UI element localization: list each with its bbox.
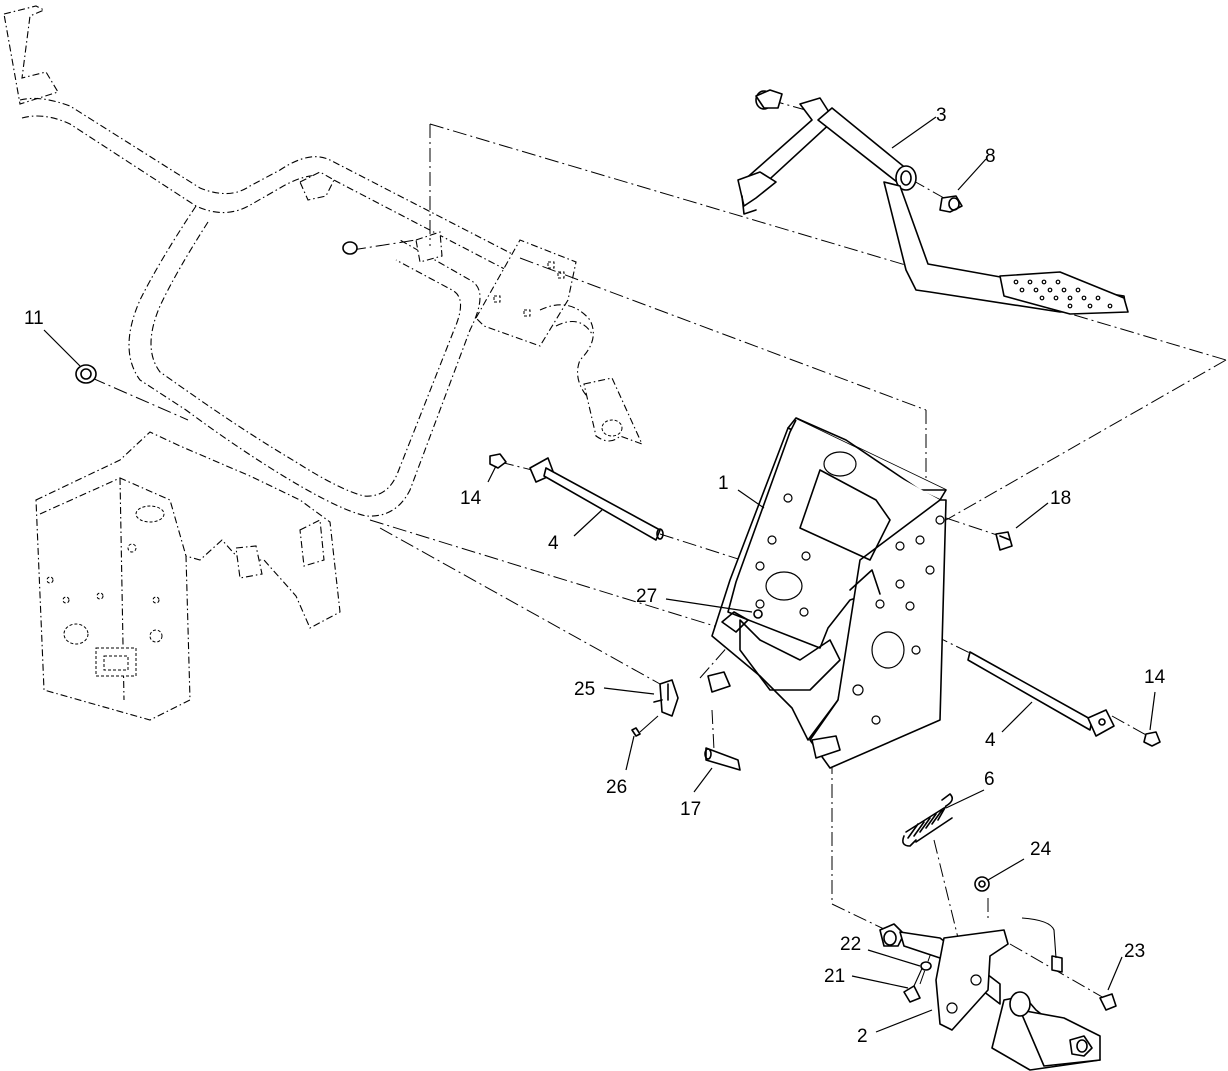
callout-1: 1 (718, 473, 729, 494)
callout-18: 18 (1050, 488, 1071, 509)
part-6-spring (902, 793, 954, 847)
callout-17: 17 (680, 799, 701, 820)
callout-3: 3 (936, 105, 947, 126)
part-3-brake-pedal (737, 89, 1129, 315)
part-27-fastener (753, 609, 763, 619)
callout-14-upper: 14 (460, 488, 482, 509)
callout-11: 11 (24, 308, 44, 329)
chassis-frame-phantom (3, 5, 644, 721)
callout-labels: 3 8 11 14 4 1 18 27 25 26 17 4 14 6 24 2… (24, 105, 1166, 1047)
callout-14-lower: 14 (1144, 667, 1166, 688)
part-18-bolt (995, 531, 1013, 551)
leader-lines (43, 116, 1156, 1033)
callout-25: 25 (574, 679, 595, 700)
callout-27: 27 (636, 586, 657, 607)
part-11-nut (75, 364, 97, 384)
part-4-lower-pin (967, 651, 1115, 737)
tube-nut (342, 241, 358, 255)
callout-6: 6 (984, 769, 995, 790)
part-8-bushing (939, 195, 963, 213)
part-14-upper-nut (489, 453, 507, 469)
callout-24: 24 (1030, 839, 1052, 860)
part-1-pedal-bracket (707, 417, 947, 769)
part-14-lower-nut (1143, 731, 1161, 747)
part-4-upper-pin (529, 457, 664, 541)
callout-2: 2 (857, 1026, 868, 1047)
callout-26: 26 (606, 777, 627, 798)
callout-21: 21 (824, 966, 845, 987)
part-24-nut (974, 876, 990, 892)
part-17-pin (704, 747, 741, 771)
callout-4-upper: 4 (548, 533, 559, 554)
pedal-pad-holes (1013, 279, 1113, 309)
part-23-bolt (1099, 993, 1117, 1011)
callout-8: 8 (985, 146, 996, 167)
part-26-screw (631, 715, 659, 737)
part-25-switch (653, 679, 679, 717)
part-2-lower-pedal (879, 917, 1101, 1071)
part-21-bolt (903, 963, 925, 1003)
part-22-washer (920, 961, 932, 971)
callout-23: 23 (1124, 941, 1145, 962)
callout-22: 22 (840, 934, 861, 955)
callout-4-lower: 4 (985, 730, 996, 751)
